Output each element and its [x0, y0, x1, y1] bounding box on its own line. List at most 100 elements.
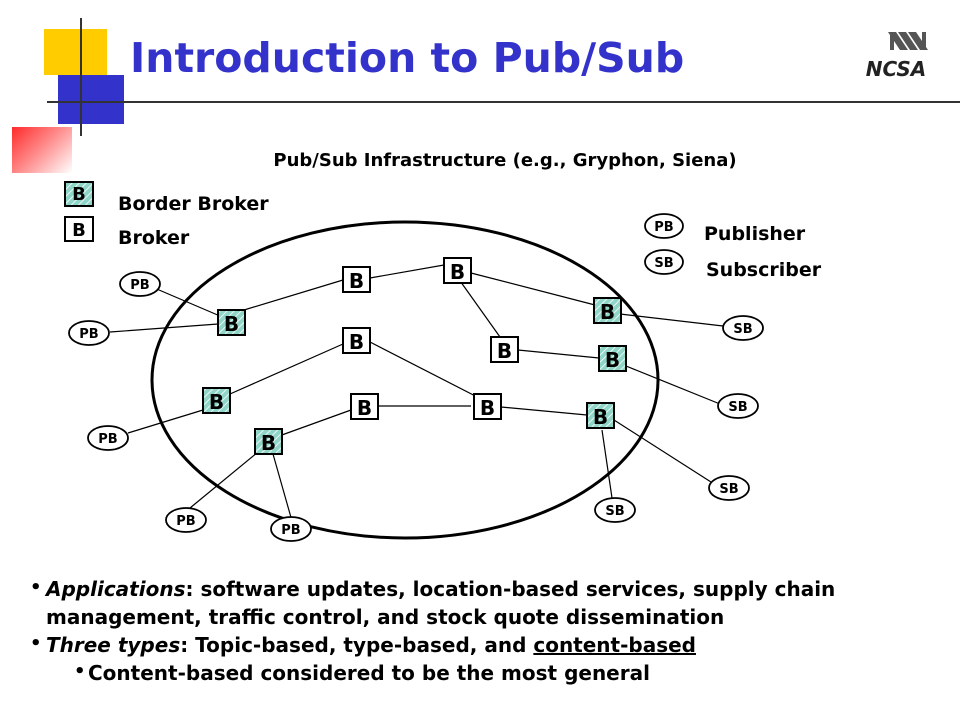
- subscriber-oval: [708, 475, 750, 501]
- deco-yellow-square: [44, 29, 107, 75]
- legend-subscriber: SB Subscriber: [644, 249, 822, 281]
- bullet-three-types-text: : Topic-based, type-based, and: [180, 633, 534, 657]
- subscriber-text: SB: [733, 322, 752, 337]
- legend-publisher-label: Publisher: [704, 223, 806, 245]
- broker-box: [350, 393, 379, 420]
- link: [619, 313, 724, 327]
- link: [109, 323, 219, 333]
- bullet-applications-term: Applications: [46, 577, 186, 601]
- publisher-text: PB: [98, 432, 117, 447]
- border-broker-letter: B: [209, 390, 224, 414]
- publisher-oval: [119, 271, 161, 297]
- legend-subscriber-text: SB: [654, 256, 673, 271]
- broker-box: [473, 393, 502, 420]
- broker-box: [342, 327, 371, 354]
- bullet-list: Applications: software updates, location…: [30, 574, 940, 687]
- border-broker-letter: B: [600, 300, 615, 324]
- publisher-text: PB: [79, 327, 98, 342]
- ncsa-logo-text: NCSA: [866, 57, 927, 81]
- broker-box: [443, 257, 472, 284]
- deco-red-square: [12, 127, 72, 173]
- legend-border-broker-letter: B: [72, 184, 86, 205]
- link: [229, 343, 344, 395]
- publisher-text: PB: [176, 514, 195, 529]
- broker-letter: B: [450, 260, 465, 284]
- broker-letter: B: [357, 396, 372, 420]
- bullet-three-types-term: Three types: [46, 633, 181, 657]
- legend-publisher: PB Publisher: [644, 213, 806, 245]
- link: [369, 341, 488, 403]
- broker: B: [490, 336, 519, 363]
- link: [500, 406, 588, 416]
- publisher-node: PB: [270, 516, 312, 542]
- subscriber-text: SB: [605, 504, 624, 519]
- legend-subscriber-label: Subscriber: [706, 259, 822, 281]
- bullet-applications: Applications: software updates, location…: [30, 574, 940, 631]
- publisher-node: PB: [119, 271, 161, 297]
- border-broker-box: [254, 428, 283, 455]
- border-broker: B: [217, 309, 246, 336]
- broker: B: [443, 257, 472, 284]
- border-broker-letter: B: [224, 312, 239, 336]
- broker: B: [350, 393, 379, 420]
- link: [272, 453, 293, 522]
- legend-border-broker-label: Border Broker: [118, 193, 269, 215]
- legend-broker-letter: B: [72, 220, 86, 241]
- legend-broker-label: Broker: [118, 227, 190, 249]
- border-broker: B: [593, 297, 622, 324]
- legend-publisher-oval: [644, 213, 684, 239]
- bullet-content-based-general-text: Content-based considered to be the most …: [88, 661, 650, 685]
- slide-title: Introduction to Pub/Sub: [130, 34, 685, 82]
- link: [189, 451, 259, 509]
- subscriber-text: SB: [728, 400, 747, 415]
- subscriber-oval: [717, 393, 759, 419]
- subscriber-node: SB: [708, 475, 750, 501]
- border-broker-box: [593, 297, 622, 324]
- broker-box: [342, 266, 371, 293]
- subscriber-oval: [594, 497, 636, 523]
- broker: B: [473, 393, 502, 420]
- broker-letter: B: [349, 269, 364, 293]
- broker-letter: B: [497, 339, 512, 363]
- link: [625, 365, 721, 405]
- pubsub-diagram: Pub/Sub Infrastructure (e.g., Gryphon, S…: [64, 150, 822, 542]
- border-broker-letter: B: [593, 405, 608, 429]
- publisher-node: PB: [165, 507, 207, 533]
- ncsa-logo: NCSA: [866, 32, 928, 81]
- bullet-applications-text: : software updates, location-based servi…: [46, 577, 836, 629]
- publisher-node: PB: [68, 320, 110, 346]
- subscriber-node: SB: [594, 497, 636, 523]
- legend-border-broker-box: [64, 181, 94, 207]
- publisher-oval: [270, 516, 312, 542]
- subscriber-oval: [722, 315, 764, 341]
- broker: B: [342, 327, 371, 354]
- border-broker-box: [202, 387, 231, 414]
- publisher-oval: [165, 507, 207, 533]
- border-broker-letter: B: [605, 348, 620, 372]
- border-broker-box: [586, 402, 615, 429]
- bullet-three-types: Three types: Topic-based, type-based, an…: [30, 630, 940, 659]
- broker: B: [342, 266, 371, 293]
- connections: [109, 264, 724, 522]
- border-broker-letter: B: [261, 431, 276, 455]
- border-broker: B: [598, 345, 627, 372]
- subscriber-node: SB: [722, 315, 764, 341]
- link: [127, 409, 204, 434]
- link: [517, 349, 600, 359]
- legend-broker-box: [64, 216, 94, 242]
- deco-blue-square: [58, 75, 124, 124]
- publisher-text: PB: [281, 523, 300, 538]
- publisher-oval: [68, 320, 110, 346]
- legend-publisher-text: PB: [654, 220, 673, 235]
- link: [470, 272, 596, 306]
- border-broker: B: [254, 428, 283, 455]
- publisher-node: PB: [87, 425, 129, 451]
- broker-letter: B: [349, 330, 364, 354]
- legend-subscriber-oval: [644, 249, 684, 275]
- broker-box: [490, 336, 519, 363]
- deco-horizontal-line: [47, 101, 960, 103]
- diagram-heading: Pub/Sub Infrastructure (e.g., Gryphon, S…: [273, 150, 736, 171]
- border-broker-box: [217, 309, 246, 336]
- subscriber-node: SB: [717, 393, 759, 419]
- link: [457, 277, 501, 338]
